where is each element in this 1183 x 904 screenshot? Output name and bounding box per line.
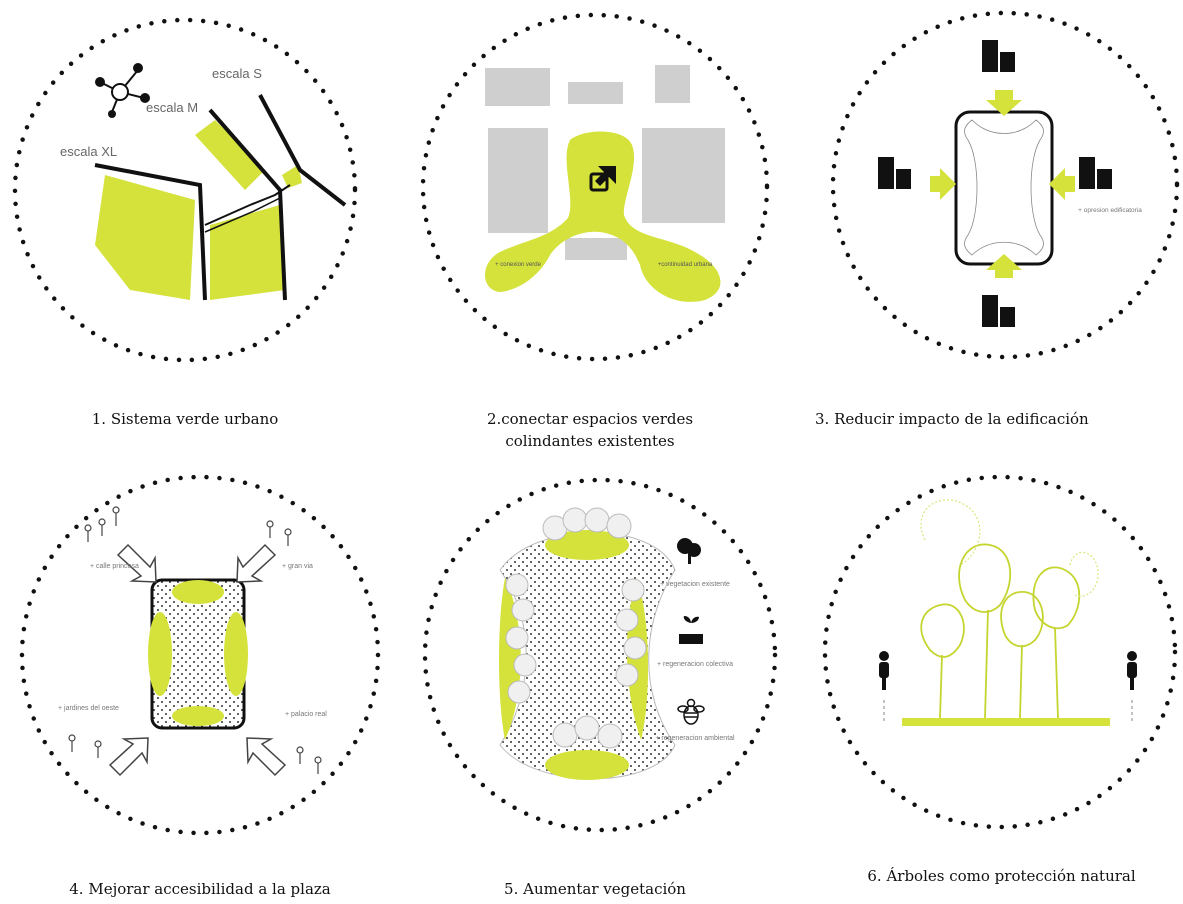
label-conexion-verde: + conexion verde	[495, 262, 542, 268]
caption-5: 5. Aumentar vegetación	[504, 880, 686, 898]
label-regeneracion-colectiva: + regeneracion colectiva	[657, 661, 733, 668]
building-icon	[878, 40, 1112, 327]
label-vegetacion-existente: + vegetacion existente	[660, 581, 730, 588]
sprout-icon	[679, 616, 703, 644]
panel-3-graphic: + opresion edificatoria	[830, 10, 1180, 360]
panel-4-graphic: + calle princesa + gran via + jardines d…	[19, 474, 381, 836]
caption-4: 4. Mejorar accesibilidad a la plaza	[69, 880, 331, 898]
label-opresion: + opresion edificatoria	[1078, 207, 1142, 214]
caption-2-line1: 2.conectar espacios verdes	[486, 410, 694, 428]
tree-icon	[920, 543, 1080, 719]
label-escala-s: escala S	[212, 66, 262, 81]
label-calle-princesa: + calle princesa	[90, 563, 139, 570]
panel-5-graphic: + vegetacion existente + regeneracion co…	[422, 477, 778, 833]
panel-accesibilidad: + calle princesa + gran via + jardines d…	[0, 460, 400, 904]
caption-3: 3. Reducir impacto de la edificación	[815, 410, 1089, 428]
arrow-icon	[930, 90, 1075, 278]
label-regeneracion-ambiental: + regeneracion ambiental	[655, 735, 735, 742]
panel-6-graphic	[822, 474, 1178, 830]
label-escala-xl: escala XL	[60, 144, 117, 159]
external-link-icon	[589, 166, 616, 192]
tree-icon	[677, 538, 701, 564]
label-continuidad-urbana: +continuidad urbana	[658, 262, 713, 268]
label-gran-via: + gran via	[282, 563, 313, 570]
panel-sistema-verde: escala S escala M escala XL 1. Sistema v…	[0, 0, 390, 428]
label-jardines: + jardines del oeste	[58, 705, 119, 712]
caption-1: 1. Sistema verde urbano	[91, 410, 279, 428]
panel-2-graphic: + conexion verde +continuidad urbana	[420, 12, 770, 362]
label-palacio-real: + palacio real	[285, 711, 327, 718]
bee-icon	[677, 698, 705, 725]
label-escala-m: escala M	[146, 100, 198, 115]
pedestrian-icon	[68, 506, 322, 774]
panel-reducir-impacto: + opresion edificatoria 3. Reducir impac…	[800, 0, 1183, 440]
caption-2-line2: colindantes existentes	[505, 432, 675, 450]
panel-conectar-espacios: + conexion verde +continuidad urbana 2.c…	[400, 0, 790, 460]
arrow-icon	[108, 543, 287, 777]
panel-arboles-proteccion: 6. Árboles como protección natural	[800, 460, 1183, 904]
panel-1-graphic: escala S escala M escala XL	[12, 17, 358, 363]
cyclist-icon	[879, 651, 1137, 690]
panel-aumentar-vegetacion: + vegetacion existente + regeneracion co…	[405, 460, 795, 904]
network-icon	[95, 63, 150, 118]
caption-6: 6. Árboles como protección natural	[867, 867, 1136, 885]
